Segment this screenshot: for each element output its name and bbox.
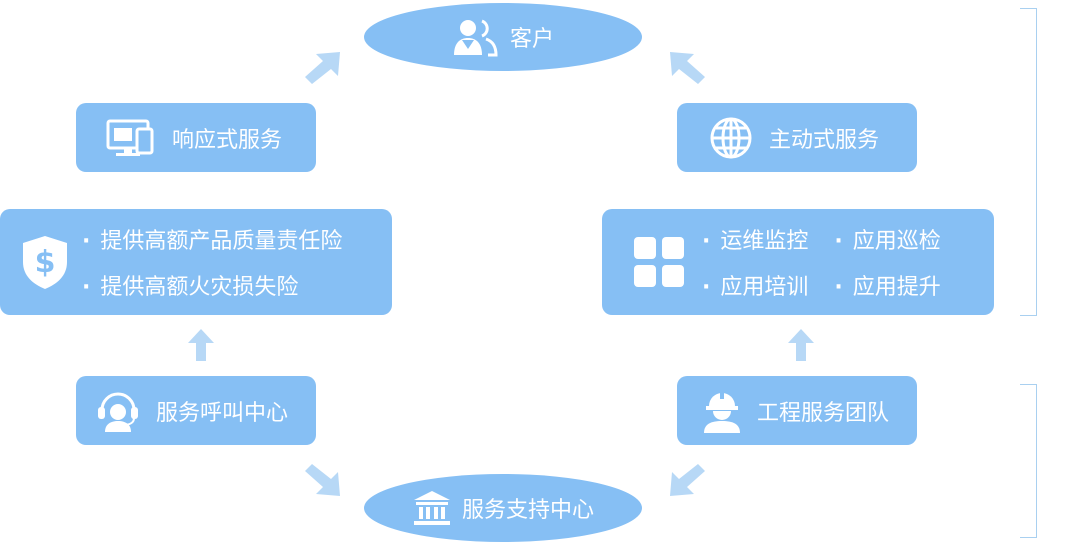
customer-node: 客户 (364, 3, 642, 71)
bank-icon (412, 489, 452, 527)
call-center-node: 服务呼叫中心 (76, 376, 316, 445)
arrow-up-icon (788, 329, 814, 361)
support-center-label: 服务支持中心 (461, 498, 594, 523)
ops-item: 应用巡检 (834, 223, 941, 255)
computer-devices-icon (106, 119, 154, 157)
bracket-bottom (1020, 384, 1037, 538)
worker-helmet-icon (701, 388, 743, 434)
active-service-label: 主动式服务 (769, 127, 880, 153)
grid-icon (632, 235, 686, 289)
globe-icon (709, 116, 753, 160)
ops-item: 运维监控 (702, 223, 808, 255)
responsive-service-label: 响应式服务 (172, 127, 283, 153)
engineering-team-label: 工程服务团队 (757, 400, 890, 426)
responsive-service-node: 响应式服务 (76, 103, 316, 172)
insurance-item: 提供高额火灾损失险 (82, 269, 342, 301)
arrow-down-right-icon (305, 464, 340, 496)
engineering-team-node: 工程服务团队 (677, 376, 917, 445)
headset-icon (96, 388, 140, 434)
insurance-list: 提供高额产品质量责任险 提供高额火灾损失险 (82, 223, 342, 301)
customer-label: 客户 (509, 27, 554, 52)
support-center-node: 服务支持中心 (364, 474, 642, 542)
bracket-top (1020, 8, 1037, 316)
customers-icon (452, 17, 498, 57)
active-service-node: 主动式服务 (677, 103, 917, 172)
ops-list: 运维监控 应用巡检 应用培训 应用提升 (702, 223, 941, 301)
ops-node: 运维监控 应用巡检 应用培训 应用提升 (602, 209, 994, 315)
dollar-shield-icon: $ (20, 234, 70, 290)
ops-item: 应用提升 (834, 269, 941, 301)
insurance-node: $ 提供高额产品质量责任险 提供高额火灾损失险 (0, 209, 392, 315)
arrow-down-left-icon (670, 464, 705, 496)
insurance-item: 提供高额产品质量责任险 (82, 223, 342, 255)
call-center-label: 服务呼叫中心 (156, 400, 289, 426)
arrow-up-right-icon (305, 52, 340, 84)
arrow-up-left-icon (670, 52, 705, 84)
arrow-up-icon (188, 329, 214, 361)
svg-text:$: $ (35, 245, 56, 280)
ops-item: 应用培训 (702, 269, 808, 301)
